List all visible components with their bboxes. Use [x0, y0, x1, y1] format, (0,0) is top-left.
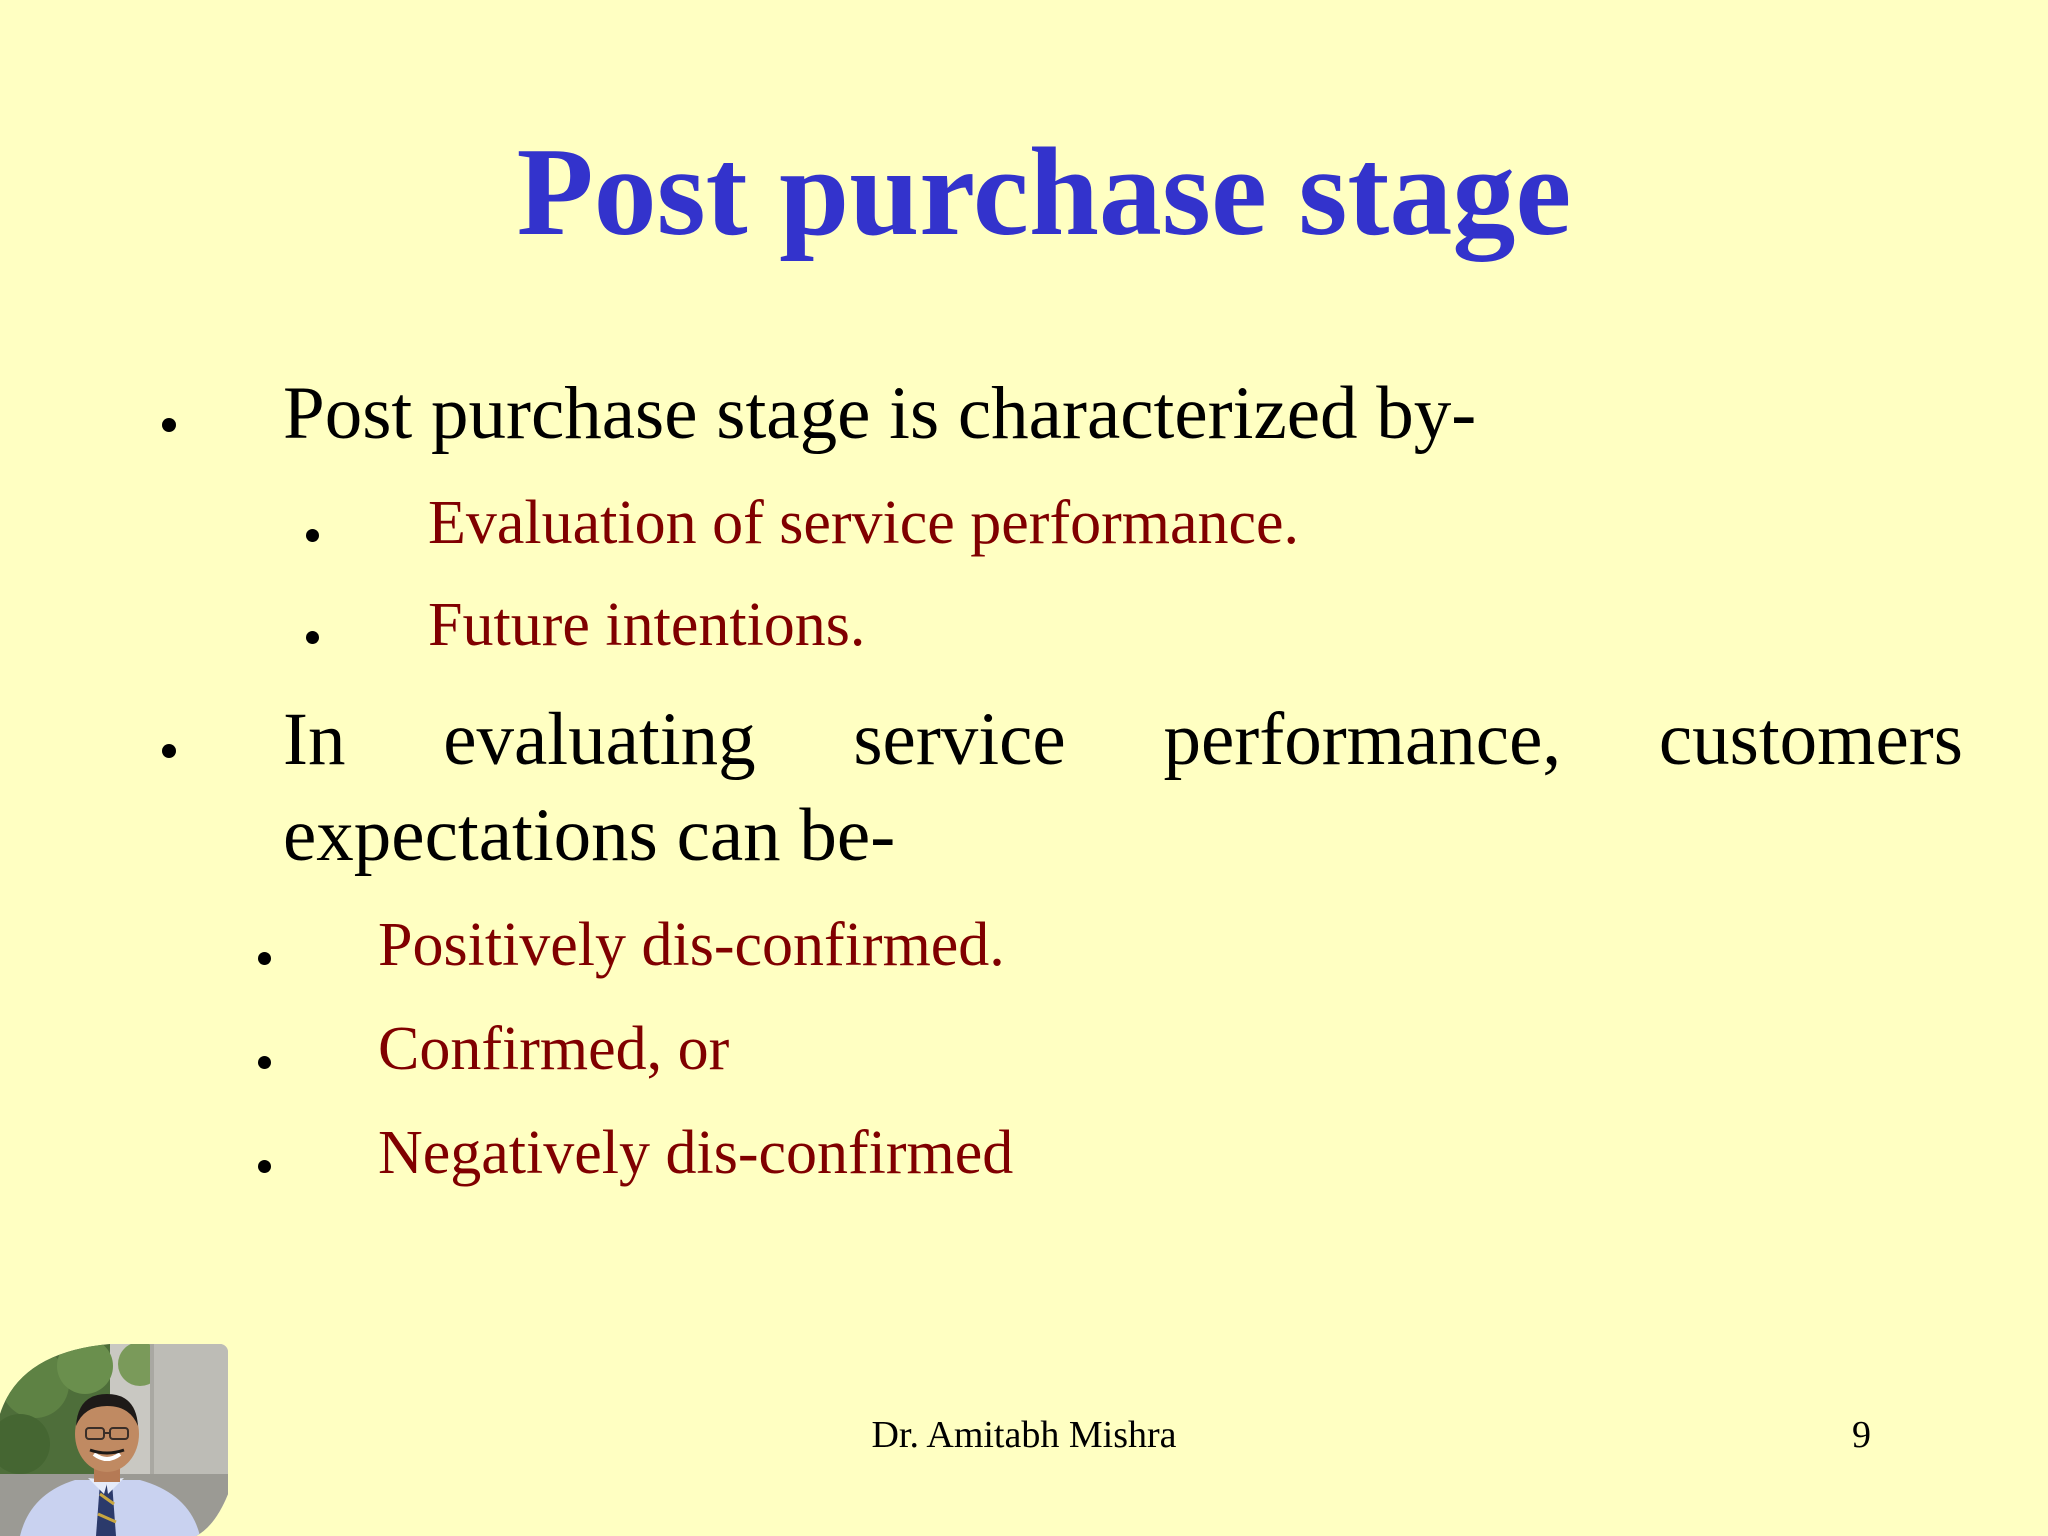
bullet-2-word: performance, [1163, 698, 1562, 781]
bullet-1-sub-1: Evaluation of service performance. [428, 489, 1300, 557]
bullet-icon [306, 529, 319, 542]
slide-title: Post purchase stage [516, 123, 1572, 262]
bullet-1-sub-2: Future intentions. [428, 591, 866, 659]
bullet-icon [162, 744, 176, 758]
bullet-2-sub-2: Confirmed, or [378, 1015, 730, 1083]
bullet-2-word: evaluating [443, 698, 756, 781]
bullet-2-text-line-1: In evaluating service performance, custo… [283, 702, 1963, 777]
bullet-2-sub-1: Positively dis-confirmed. [378, 911, 1005, 979]
bullet-2-word: customers [1658, 698, 1963, 781]
bullet-icon [162, 418, 176, 432]
bullet-icon [258, 1160, 271, 1173]
presenter-photo-icon [0, 1344, 228, 1536]
presenter-photo [0, 1344, 228, 1536]
bullet-icon [258, 952, 271, 965]
bullet-icon [258, 1056, 271, 1069]
bullet-2-word: In [283, 698, 346, 781]
bullet-2-sub-3: Negatively dis-confirmed [378, 1119, 1014, 1187]
bullet-1-text: Post purchase stage is characterized by- [283, 372, 1477, 455]
bullet-2-word: service [853, 698, 1066, 781]
bullet-2-text-line-2: expectations can be- [283, 794, 896, 877]
footer-author: Dr. Amitabh Mishra [871, 1414, 1177, 1456]
page-number: 9 [1852, 1414, 1871, 1456]
bullet-icon [306, 631, 319, 644]
